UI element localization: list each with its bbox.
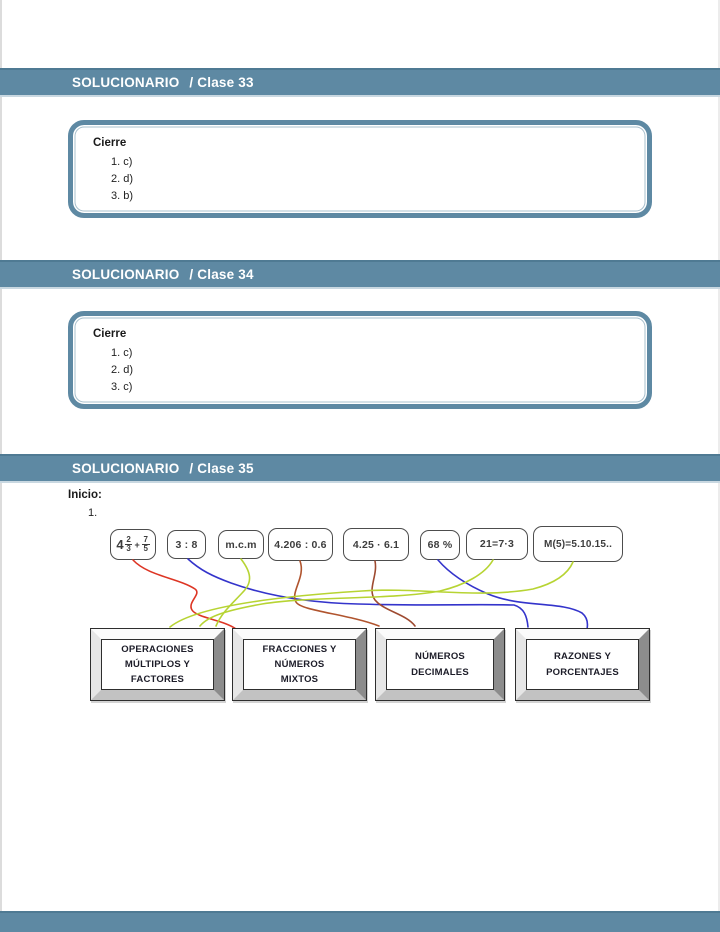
fraction-numerator: 7 (141, 534, 150, 545)
mixed-fraction: 4 2 3 + 7 5 (116, 534, 150, 554)
plus-operator: + (134, 539, 140, 550)
category-label-line: MIXTOS (280, 674, 319, 686)
fraction-denominator: 3 (126, 544, 131, 553)
expr-box-mixed-fraction: 4 2 3 + 7 5 (110, 529, 156, 560)
category-label-line: PORCENTAJES (546, 666, 619, 678)
fraction-numerator: 2 (124, 534, 133, 545)
page-footer-bar (0, 911, 720, 932)
fraction-two-thirds: 2 3 (124, 534, 133, 554)
answer-item: 2. d) (111, 173, 134, 185)
category-bevel: OPERACIONES MÚLTIPLOS Y FACTORES (91, 629, 224, 700)
category-label: FRACCIONES Y NÚMEROS MIXTOS (243, 639, 356, 690)
connection-line-4.25x6.1 (371, 560, 416, 627)
connection-line-4.206:0.6 (293, 560, 380, 627)
category-bevel: RAZONES Y PORCENTAJES (516, 629, 649, 700)
cierre-box-clase-34: Cierre 1. c) 2. d) 3. c) (68, 311, 652, 409)
connection-line-3:8 (187, 558, 529, 628)
connection-line-21=7x3 (199, 559, 494, 627)
connection-line-68% (437, 559, 589, 630)
cierre-heading: Cierre (93, 328, 127, 340)
inicio-heading: Inicio: (68, 489, 102, 501)
answer-item: 1. c) (111, 156, 133, 168)
category-label: OPERACIONES MÚLTIPLOS Y FACTORES (101, 639, 214, 690)
category-box-razones: RAZONES Y PORCENTAJES (515, 628, 650, 701)
exercise-number: 1. (88, 507, 98, 519)
connection-line-m.c.m (215, 558, 251, 627)
answer-item: 1. c) (111, 347, 133, 359)
category-label: NÚMEROS DECIMALES (386, 639, 494, 690)
fraction-whole: 4 (116, 537, 124, 552)
cierre-answers: 1. c) 2. d) 3. c) (111, 345, 133, 396)
section-title-brand: SOLUCIONARIO (72, 461, 180, 476)
category-label-line: NÚMEROS (415, 651, 465, 663)
expr-box-decimal-product: 4.25 · 6.1 (343, 528, 409, 561)
fraction-seven-fifths: 7 5 (141, 534, 150, 554)
section-title-brand: SOLUCIONARIO (72, 267, 180, 282)
cierre-box-clase-33: Cierre 1. c) 2. d) 3. b) (68, 120, 652, 218)
category-label-line: MÚLTIPLOS Y (124, 658, 191, 670)
answer-item: 2. d) (111, 364, 134, 376)
expr-box-mcm: m.c.m (218, 530, 264, 559)
category-box-fracciones: FRACCIONES Y NÚMEROS MIXTOS (232, 628, 367, 701)
category-label-line: OPERACIONES (121, 643, 194, 655)
answer-item: 3. c) (111, 381, 133, 393)
section-title-rest: / Clase 33 (189, 75, 254, 90)
expr-box-ratio: 3 : 8 (167, 530, 206, 559)
expr-box-decimal-division: 4.206 : 0.6 (268, 528, 333, 561)
cierre-answers: 1. c) 2. d) 3. b) (111, 154, 133, 205)
category-label-line: FACTORES (130, 674, 185, 686)
category-bevel: FRACCIONES Y NÚMEROS MIXTOS (233, 629, 366, 700)
category-label-line: FRACCIONES Y (262, 643, 337, 655)
category-box-operaciones: OPERACIONES MÚLTIPLOS Y FACTORES (90, 628, 225, 701)
section-title-rest: / Clase 34 (189, 267, 254, 282)
cierre-heading: Cierre (93, 137, 127, 149)
expr-box-multiples: M(5)=5.10.15.. (533, 526, 623, 562)
section-header-clase-35: SOLUCIONARIO / Clase 35 (0, 454, 720, 483)
category-label-line: RAZONES Y (553, 651, 612, 663)
section-header-clase-34: SOLUCIONARIO / Clase 34 (0, 260, 720, 289)
section-title-rest: / Clase 35 (189, 461, 254, 476)
connection-line-mixed-fraction (132, 559, 237, 630)
category-bevel: NÚMEROS DECIMALES (376, 629, 504, 700)
category-label: RAZONES Y PORCENTAJES (526, 639, 639, 690)
fraction-denominator: 5 (143, 544, 149, 553)
connection-line-M(5) (169, 561, 574, 628)
category-label-line: DECIMALES (411, 666, 469, 678)
expr-box-percent: 68 % (420, 530, 460, 560)
section-title-brand: SOLUCIONARIO (72, 75, 180, 90)
category-box-decimales: NÚMEROS DECIMALES (375, 628, 505, 701)
expr-box-factorization: 21=7·3 (466, 528, 528, 560)
section-header-clase-33: SOLUCIONARIO / Clase 33 (0, 68, 720, 97)
answer-item: 3. b) (111, 190, 134, 202)
category-label-line: NÚMEROS (274, 658, 325, 670)
